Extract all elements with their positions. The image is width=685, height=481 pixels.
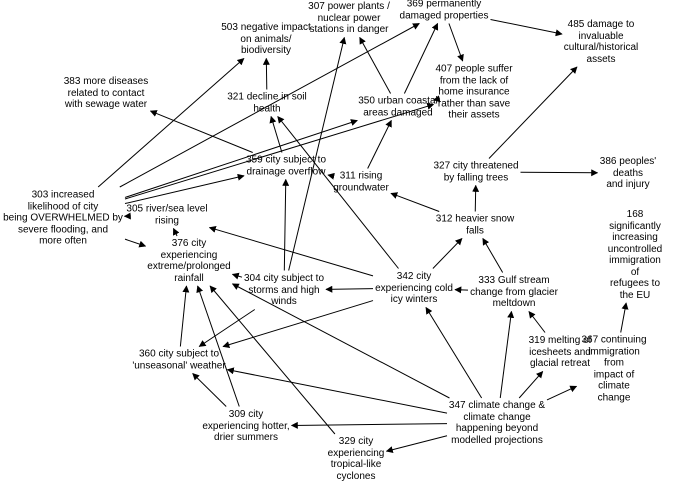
edge-347-to-376 xyxy=(231,283,450,399)
edge-304-to-359 xyxy=(282,178,290,271)
edge-367-to-168 xyxy=(620,302,629,333)
edge-350-to-369 xyxy=(403,22,439,94)
edge-303-to-369 xyxy=(119,23,420,188)
node-347: 347 climate change & climate change happ… xyxy=(448,400,546,446)
edge-327-to-386 xyxy=(520,169,599,177)
node-312: 312 heavier snow falls xyxy=(435,213,515,237)
node-304: 304 city subject to storms and high wind… xyxy=(243,272,325,307)
edge-303-to-359 xyxy=(124,173,245,205)
edge-350-to-307 xyxy=(359,36,392,94)
edge-309-to-376 xyxy=(196,285,240,407)
node-307: 307 power plants / nuclear power station… xyxy=(308,0,390,35)
edge-376-to-305 xyxy=(173,227,180,237)
edge-369-to-407 xyxy=(448,23,464,62)
edge-347-to-333 xyxy=(499,310,515,399)
node-407: 407 people suffer from the lack of home … xyxy=(435,63,513,121)
edge-303-to-350 xyxy=(124,119,358,198)
node-367: 367 continuing immigration from impact o… xyxy=(581,334,647,404)
edge-333-to-312 xyxy=(482,237,504,273)
edge-329-to-376 xyxy=(209,285,336,435)
node-485: 485 damage to invaluable cultural/histor… xyxy=(563,19,639,65)
node-503: 503 negative impact on animals/ biodiver… xyxy=(221,21,311,56)
edge-304-to-307 xyxy=(288,36,347,271)
node-168: 168 significantly increasing uncontrolle… xyxy=(607,209,663,301)
edge-303-to-503 xyxy=(97,58,245,188)
node-319: 319 melting of icesheets and glacial ret… xyxy=(528,334,592,369)
edge-304-to-360 xyxy=(198,309,256,347)
edge-319-to-333 xyxy=(528,310,546,333)
edge-369-to-485 xyxy=(490,18,563,37)
node-303: 303 increased likelihood of city being O… xyxy=(3,189,123,247)
edge-304-to-376 xyxy=(231,272,243,280)
edge-311-to-359 xyxy=(327,172,335,180)
node-333: 333 Gulf stream change from glacier melt… xyxy=(470,274,558,309)
node-386: 386 peoples' deaths and injury xyxy=(599,155,657,190)
edge-333-to-342 xyxy=(454,286,469,294)
node-369: 369 permanently damaged properties xyxy=(399,0,489,21)
edge-342-to-321 xyxy=(277,115,399,269)
edge-360-to-376 xyxy=(179,285,190,347)
node-376: 376 city experiencing extreme/prolonged … xyxy=(147,238,231,284)
edge-350-to-407 xyxy=(432,95,441,103)
edge-303-to-376 xyxy=(124,238,147,248)
node-327: 327 city threatened by falling trees xyxy=(433,160,519,184)
node-383: 383 more diseases related to contact wit… xyxy=(63,75,149,110)
edge-347-to-329 xyxy=(385,435,448,454)
edge-359-to-321 xyxy=(269,115,283,153)
node-309: 309 city experiencing hotter, drier summ… xyxy=(202,408,290,443)
edge-342-to-312 xyxy=(432,237,463,269)
node-350: 350 urban coastal areas damaged xyxy=(358,95,438,119)
node-359: 359 city subject to drainage overflow xyxy=(245,154,327,178)
edge-347-to-309 xyxy=(290,421,448,429)
edge-342-to-360 xyxy=(222,300,374,349)
node-311: 311 rising groundwater xyxy=(333,170,389,194)
edge-347-to-319 xyxy=(518,370,544,399)
edge-359-to-383 xyxy=(149,110,253,153)
edge-327-to-485 xyxy=(488,66,578,159)
edge-342-to-305 xyxy=(208,225,374,277)
node-360: 360 city subject to 'unseasonal' weather xyxy=(132,348,226,372)
edge-347-to-360 xyxy=(226,367,448,414)
edge-312-to-311 xyxy=(390,192,440,212)
node-305: 305 river/sea level rising xyxy=(126,203,208,227)
node-342: 342 city experiencing cold icy winters xyxy=(375,270,453,305)
edge-347-to-367 xyxy=(546,385,578,401)
edge-303-to-407 xyxy=(124,102,435,200)
edge-311-to-350 xyxy=(367,119,392,169)
node-321: 321 decline in soil health xyxy=(227,91,307,115)
edge-347-to-342 xyxy=(425,306,483,399)
edge-342-to-304 xyxy=(325,285,374,293)
node-329: 329 city experiencing tropical-like cycl… xyxy=(327,436,385,481)
edge-309-to-360 xyxy=(192,373,227,407)
